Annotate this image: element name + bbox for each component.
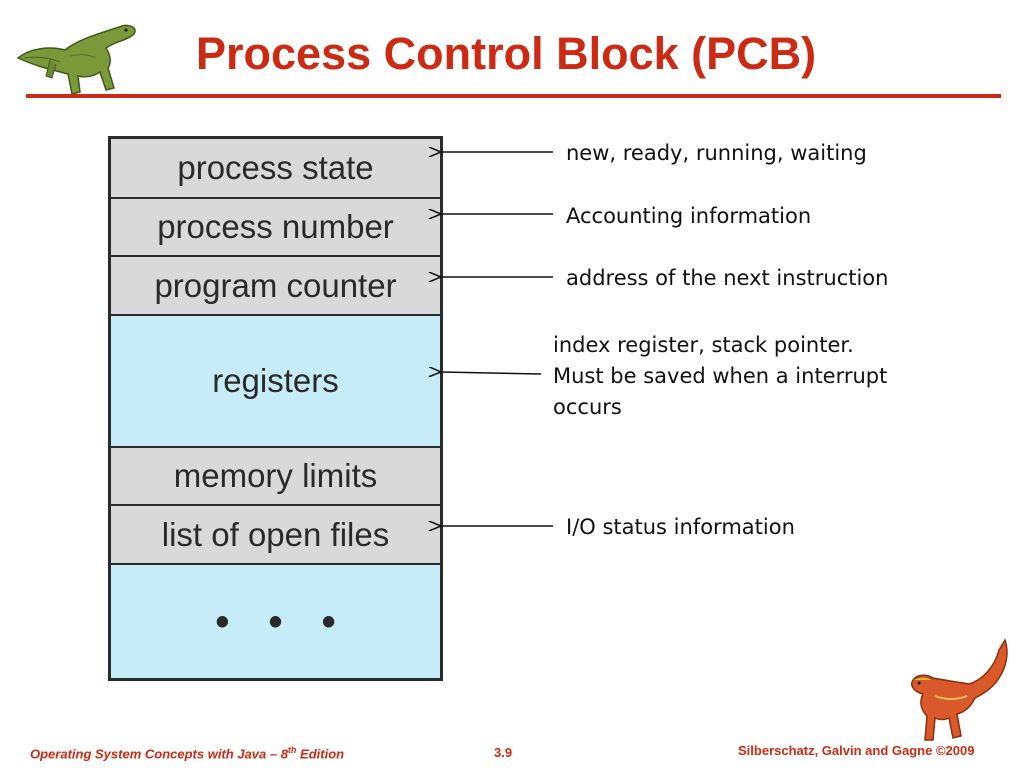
footer-page-number: 3.9 bbox=[494, 745, 513, 760]
note-program-counter: address of the next instruction bbox=[566, 266, 889, 290]
note-open-files: I/O status information bbox=[566, 515, 795, 539]
note-registers-line: occurs bbox=[553, 395, 622, 419]
slide-title: Process Control Block (PCB) bbox=[196, 28, 817, 79]
footer-book-title: Operating System Concepts with Java – 8t… bbox=[30, 745, 345, 762]
pcb-field-process-number: process number bbox=[111, 197, 440, 255]
note-registers-line: index register, stack pointer. bbox=[553, 333, 854, 357]
pcb-field-memory-limits: memory limits bbox=[111, 446, 440, 504]
green-dinosaur-icon bbox=[16, 24, 136, 95]
arrow-registers bbox=[441, 372, 542, 374]
red-dinosaur-icon bbox=[911, 638, 1008, 741]
note-registers: index register, stack pointer. Must be s… bbox=[553, 330, 887, 423]
note-process-number: Accounting information bbox=[566, 204, 812, 228]
note-registers-line: Must be saved when a interrupt bbox=[553, 364, 888, 388]
pcb-field-program-counter: program counter bbox=[111, 255, 440, 314]
note-process-state: new, ready, running, waiting bbox=[566, 141, 867, 165]
pcb-field-more: • • • bbox=[111, 563, 440, 678]
pcb-field-open-files: list of open files bbox=[111, 504, 440, 563]
title-divider bbox=[26, 94, 1001, 98]
pcb-field-registers: registers bbox=[111, 314, 440, 446]
pcb-diagram: process state process number program cou… bbox=[108, 136, 443, 681]
pcb-field-process-state: process state bbox=[111, 139, 440, 197]
footer-copyright: Silberschatz, Galvin and Gagne ©2009 bbox=[738, 743, 975, 758]
